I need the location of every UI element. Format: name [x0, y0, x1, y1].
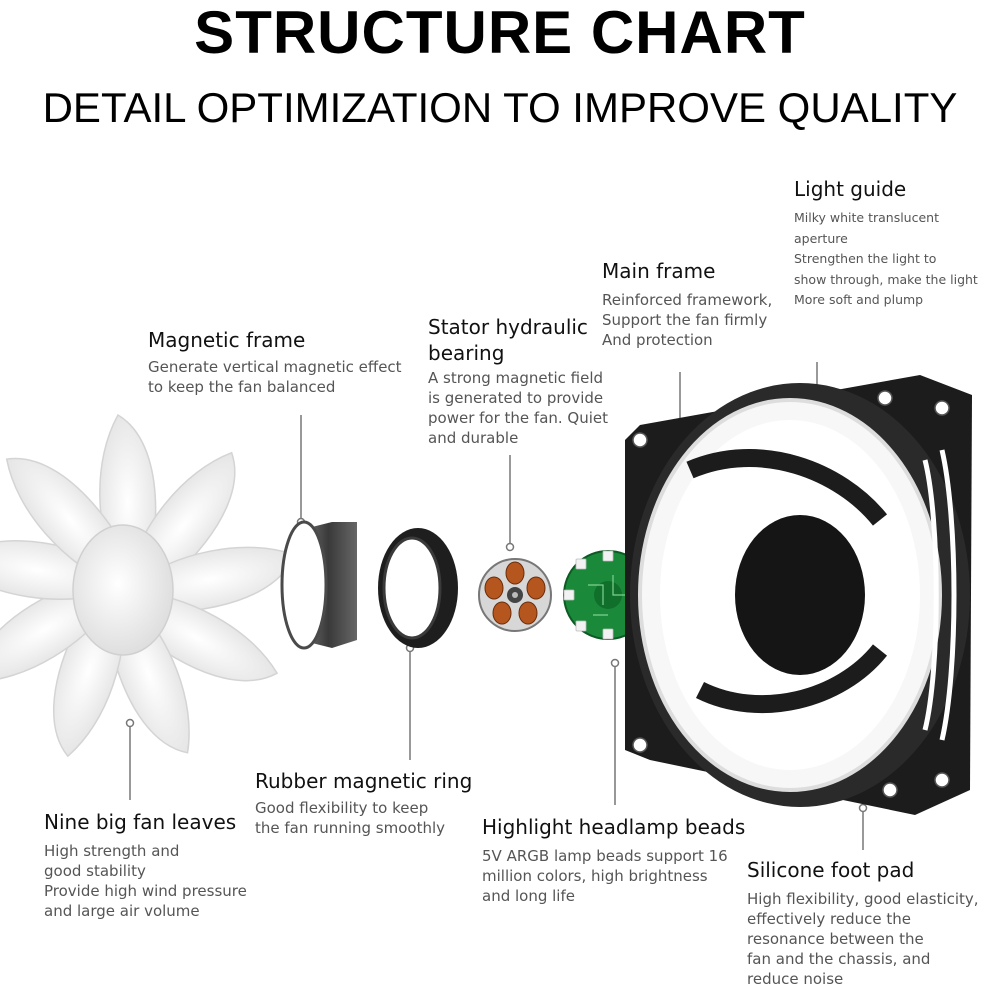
callout-headlamp-beads: Highlight headlamp beads 5V ARGB lamp be…	[482, 814, 752, 906]
foot-pad-desc: High flexibility, good elasticity, effec…	[747, 890, 979, 988]
headlamp-beads-title: Highlight headlamp beads	[482, 815, 746, 839]
light-guide-desc: Milky white translucent aperture Strengt…	[794, 210, 978, 307]
magnetic-frame-title: Magnetic frame	[148, 328, 306, 352]
fan-impeller	[0, 413, 296, 758]
magnetic-frame-ring	[280, 520, 357, 650]
callout-foot-pad: Silicone foot pad High flexibility, good…	[747, 857, 997, 989]
stator-bearing-desc: A strong magnetic field is generated to …	[428, 369, 609, 447]
callout-main-frame: Main frame Reinforced framework, Support…	[602, 258, 792, 350]
main-frame-desc: Reinforced framework, Support the fan fi…	[602, 291, 773, 349]
fan-leaves-title: Nine big fan leaves	[44, 810, 237, 834]
foot-pad-title: Silicone foot pad	[747, 858, 915, 882]
leader-dot-beads	[610, 658, 620, 668]
callout-stator-bearing: Stator hydraulic bearing A strong magnet…	[428, 314, 628, 448]
magnetic-frame-desc: Generate vertical magnetic effect to kee…	[148, 358, 402, 396]
leader-dot-foot	[858, 803, 868, 813]
callout-light-guide: Light guide Milky white translucent aper…	[794, 176, 994, 311]
rubber-ring-desc: Good flexibility to keep the fan running…	[255, 799, 445, 837]
fan-leaves-desc: High strength and good stability Provide…	[44, 842, 247, 920]
main-frame-title: Main frame	[602, 259, 716, 283]
page-subtitle: DETAIL OPTIMIZATION TO IMPROVE QUALITY	[42, 84, 958, 131]
stator-bearing	[478, 558, 552, 632]
callout-fan-leaves: Nine big fan leaves High strength and go…	[44, 809, 274, 921]
headlamp-beads-desc: 5V ARGB lamp beads support 16 million co…	[482, 847, 728, 905]
callout-magnetic-frame: Magnetic frame Generate vertical magneti…	[148, 327, 418, 397]
rubber-ring-title: Rubber magnetic ring	[255, 769, 473, 793]
page-title: STRUCTURE CHART	[194, 0, 806, 66]
leader-dot-fan	[125, 718, 135, 728]
stator-bearing-title: Stator hydraulic bearing	[428, 315, 588, 365]
callout-rubber-ring: Rubber magnetic ring Good flexibility to…	[255, 768, 485, 838]
leader-dot-stator	[505, 542, 515, 552]
main-fan-frame	[625, 375, 972, 815]
light-guide-title: Light guide	[794, 177, 907, 201]
rubber-magnetic-ring	[378, 528, 458, 648]
